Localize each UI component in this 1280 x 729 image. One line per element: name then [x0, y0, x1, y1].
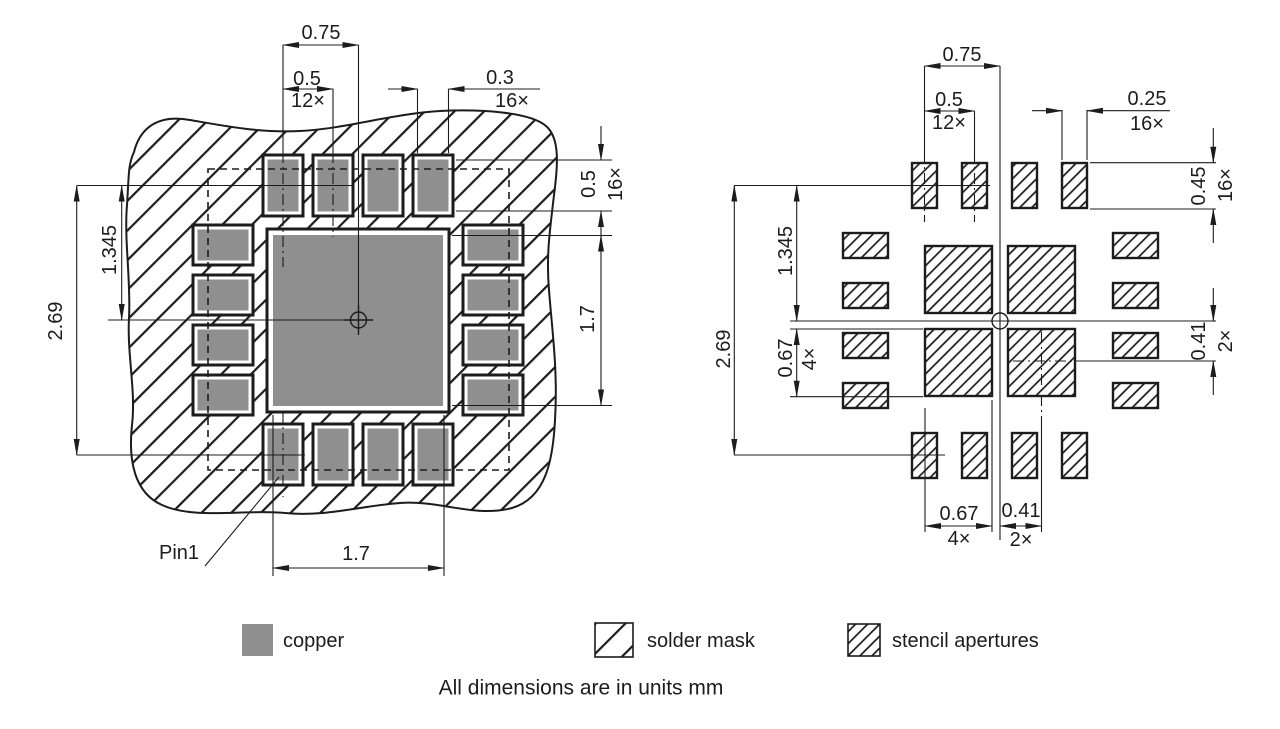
- center-aperture-bl: [923, 327, 994, 398]
- right-view: [731, 63, 1217, 540]
- dim-right-square-left-count: 4×: [799, 347, 821, 371]
- dim-right-offset-h-count: 2×: [1009, 529, 1033, 551]
- dim-right-half-span: 1.345: [775, 225, 797, 277]
- legend-copper-label: copper: [283, 630, 345, 652]
- dim-left-pad-width-count: 16×: [495, 90, 529, 112]
- dim-right-aperture-length-count: 16×: [1215, 168, 1237, 202]
- dim-right-pitch: 0.5: [935, 89, 963, 111]
- left-center-mark: [344, 305, 373, 335]
- right-center-mark: [991, 312, 1009, 330]
- dim-right-square-bottom: 0.67: [939, 503, 979, 525]
- units-note: All dimensions are in units mm: [438, 676, 724, 700]
- dim-left-pitch-count: 12×: [291, 90, 325, 112]
- dim-left-pitch: 0.5: [293, 68, 321, 90]
- center-aperture-tr: [1006, 244, 1077, 315]
- dim-right-square-left: 0.67: [775, 338, 797, 378]
- dim-right-span: 2.69: [713, 329, 735, 369]
- dim-right-pitch-count: 12×: [932, 112, 966, 134]
- dim-left-center-pad-h: 1.7: [342, 543, 370, 565]
- dim-right-offset-h: 0.41: [1001, 500, 1041, 522]
- dim-left-pad-length-count: 16×: [605, 167, 627, 201]
- legend-stencil-apertures-label: stencil apertures: [892, 630, 1039, 652]
- legend-solder-mask-label: solder mask: [647, 630, 755, 652]
- dim-right-square-bottom-count: 4×: [947, 528, 971, 550]
- dim-left-half-span: 1.345: [99, 224, 121, 276]
- dim-right-offset-v-count: 2×: [1215, 329, 1237, 353]
- stencil-apertures-swatch: [847, 623, 881, 657]
- dim-left-center-pad-v: 1.7: [577, 305, 599, 333]
- left-view: [73, 42, 612, 576]
- dim-left-span: 2.69: [45, 301, 67, 341]
- dim-right-aperture-width-count: 16×: [1130, 113, 1164, 135]
- legend-swatches: [242, 622, 881, 658]
- left-view-reference-lines: [77, 45, 612, 576]
- dim-left-pitch-ref: 0.75: [301, 22, 341, 44]
- solder-mask-swatch: [594, 622, 634, 658]
- center-aperture-tl: [923, 244, 994, 315]
- right-view-reference-lines: [734, 66, 1216, 540]
- dim-right-aperture-width: 0.25: [1127, 88, 1167, 110]
- dim-right-pitch-ref: 0.75: [942, 44, 982, 66]
- pin1-label: Pin1: [158, 542, 200, 564]
- copper-swatch: [242, 624, 273, 656]
- pin1-leader: [204, 476, 280, 567]
- dim-left-pad-length: 0.5: [578, 170, 600, 198]
- dim-right-offset-v: 0.41: [1188, 321, 1210, 361]
- dim-left-pad-width: 0.3: [486, 67, 514, 89]
- right-view-dimension-lines: [731, 63, 1217, 529]
- dim-right-aperture-length: 0.45: [1188, 166, 1210, 206]
- left-view-dimension-lines: [73, 42, 604, 571]
